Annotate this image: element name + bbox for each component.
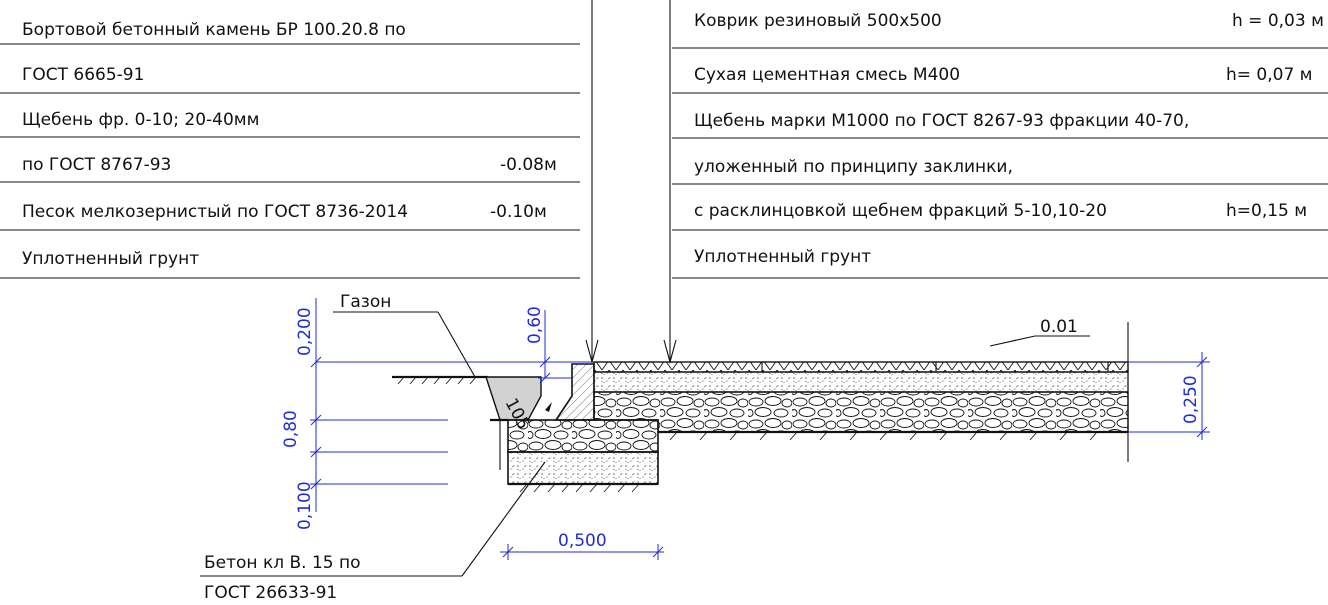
left-legend-table: Бортовой бетонный камень БР 100.20.8 по …	[0, 20, 580, 279]
concrete-label-line1: Бетон кл В. 15 по	[204, 553, 361, 573]
lawn-callout: Газон	[333, 292, 476, 378]
dim-060: 0,60	[525, 306, 545, 344]
right-legend-row-6: Уплотненный грунт	[694, 247, 871, 267]
concrete-label-line2: ГОСТ 26633-91	[204, 583, 337, 603]
lawn-label: Газон	[340, 292, 391, 312]
dim-0200: 0,200	[295, 307, 315, 356]
leader-arrows	[585, 0, 677, 365]
right-legend-row-1: Коврик резиновый 500х500	[694, 11, 942, 31]
dim-0250: 0,250	[1181, 375, 1201, 424]
concrete-wedge	[485, 376, 542, 421]
curb-stone	[554, 363, 595, 421]
ground-hatch-right	[669, 431, 1098, 441]
slope-label: 0.01	[1040, 317, 1078, 337]
ground-hatch-left	[397, 376, 477, 385]
left-legend-row-1: Бортовой бетонный камень БР 100.20.8 по	[22, 20, 406, 40]
right-legend-row-2: Сухая цементная смесь М400	[694, 65, 960, 85]
cement-mix-layer	[593, 371, 1129, 393]
left-legend-row-4: по ГОСТ 8767-93	[22, 155, 171, 175]
right-legend-row-4: уложенный по принципу заклинки,	[694, 157, 1013, 177]
right-legend-row-2-value: h= 0,07 м	[1226, 65, 1313, 85]
dim-080: 0,80	[281, 410, 301, 448]
right-legend-table: Коврик резиновый 500х500 h = 0,03 м Суха…	[672, 11, 1328, 279]
right-legend-row-3: Щебень марки М1000 по ГОСТ 8267-93 фракц…	[694, 111, 1189, 131]
left-legend-row-4-value: -0.08м	[500, 155, 557, 175]
left-legend-row-2: ГОСТ 6665-91	[22, 65, 144, 85]
pavement-section: 105	[392, 317, 1129, 493]
dimension-lines: 0,200 0,80 0,100 0,60 0,500 0,250	[281, 298, 1210, 560]
concrete-callout: Бетон кл В. 15 по ГОСТ 26633-91	[200, 461, 546, 603]
foundation-gravel-layer	[507, 419, 659, 453]
foundation-sand-layer	[507, 451, 659, 485]
dim-0100: 0,100	[295, 481, 315, 530]
ground-hatch-bottom	[519, 483, 640, 493]
right-legend-row-1-value: h = 0,03 м	[1232, 11, 1324, 31]
right-legend-row-5: с расклинцовкой щебнем фракций 5-10,10-2…	[694, 201, 1107, 221]
crushed-stone-layer	[593, 391, 1129, 433]
left-legend-row-5: Песок мелкозернистый по ГОСТ 8736-2014	[22, 202, 408, 222]
dim-0500: 0,500	[558, 531, 607, 551]
right-legend-row-5-value: h=0,15 м	[1226, 201, 1307, 221]
rubber-mat-layer	[593, 361, 1129, 373]
left-legend-row-5-value: -0.10м	[490, 202, 547, 222]
left-legend-row-6: Уплотненный грунт	[22, 249, 199, 269]
left-legend-row-3: Щебень фр. 0-10; 20-40мм	[22, 110, 259, 130]
